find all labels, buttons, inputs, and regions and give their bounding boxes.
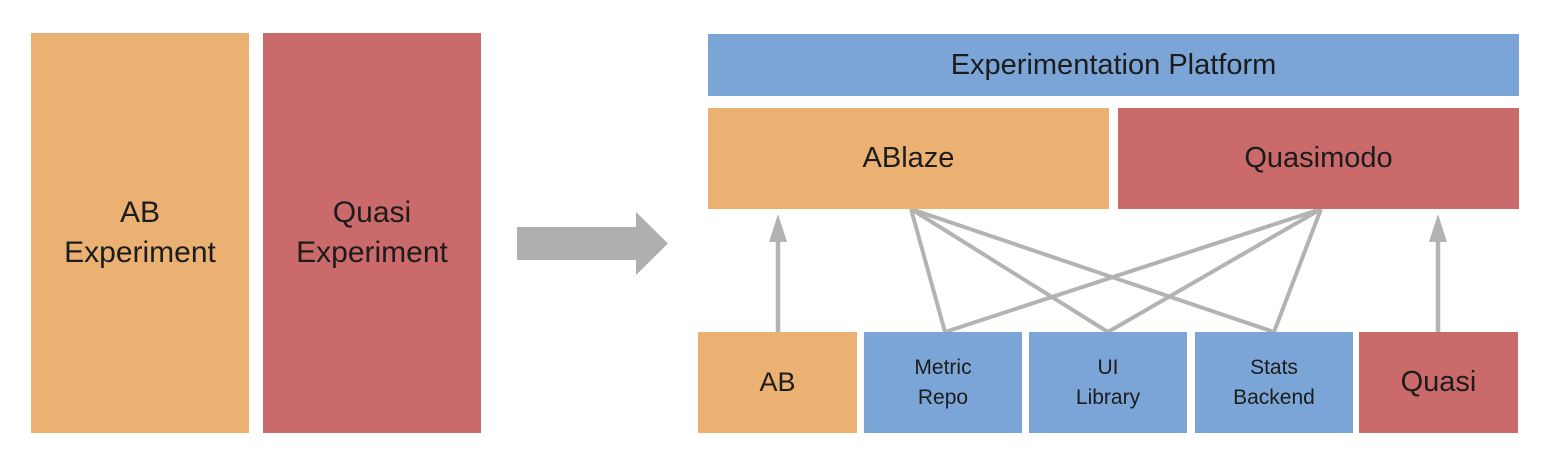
node-ablaze-label: ABlaze bbox=[862, 142, 955, 174]
connector-quasimodo-ui-library bbox=[1106, 207, 1323, 334]
node-ab: AB bbox=[698, 332, 857, 433]
node-quasi-label: Quasi bbox=[1400, 366, 1477, 398]
node-ui-library-label: UI Library bbox=[1075, 356, 1141, 409]
connector-ablaze-ui-library bbox=[909, 207, 1110, 334]
node-ui-library: UI Library bbox=[1029, 332, 1187, 433]
node-ab-experiment: AB Experiment bbox=[31, 33, 249, 433]
node-ab-experiment-label: AB Experiment bbox=[64, 196, 216, 269]
node-quasi-experiment-label: Quasi Experiment bbox=[296, 196, 448, 269]
node-experimentation-platform-label: Experimentation Platform bbox=[950, 48, 1277, 81]
connector-quasimodo-metric-repo bbox=[944, 207, 1322, 334]
node-quasimodo: Quasimodo bbox=[1118, 108, 1519, 209]
node-metric-repo: Metric Repo bbox=[864, 332, 1022, 433]
connector-ablaze-stats-backend bbox=[910, 207, 1275, 334]
node-stats-backend-label: Stats Backend bbox=[1233, 356, 1315, 409]
connector-quasimodo-stats-backend bbox=[1272, 208, 1323, 333]
node-metric-repo-label: Metric Repo bbox=[914, 356, 972, 409]
node-ab-label: AB bbox=[759, 367, 796, 397]
node-experimentation-platform: Experimentation Platform bbox=[708, 34, 1519, 96]
node-ablaze: ABlaze bbox=[708, 108, 1109, 209]
right-block-arrow-icon bbox=[517, 212, 668, 275]
arrow-ab-to-ablaze-head bbox=[769, 214, 787, 242]
node-quasimodo-label: Quasimodo bbox=[1244, 142, 1393, 174]
arrow-quasi-to-quasimodo-head bbox=[1429, 214, 1447, 242]
connector-ablaze-metric-repo bbox=[909, 208, 947, 333]
node-quasi-experiment: Quasi Experiment bbox=[263, 33, 481, 433]
node-quasi: Quasi bbox=[1359, 332, 1518, 433]
node-stats-backend: Stats Backend bbox=[1195, 332, 1353, 433]
transition-arrow bbox=[517, 211, 669, 276]
